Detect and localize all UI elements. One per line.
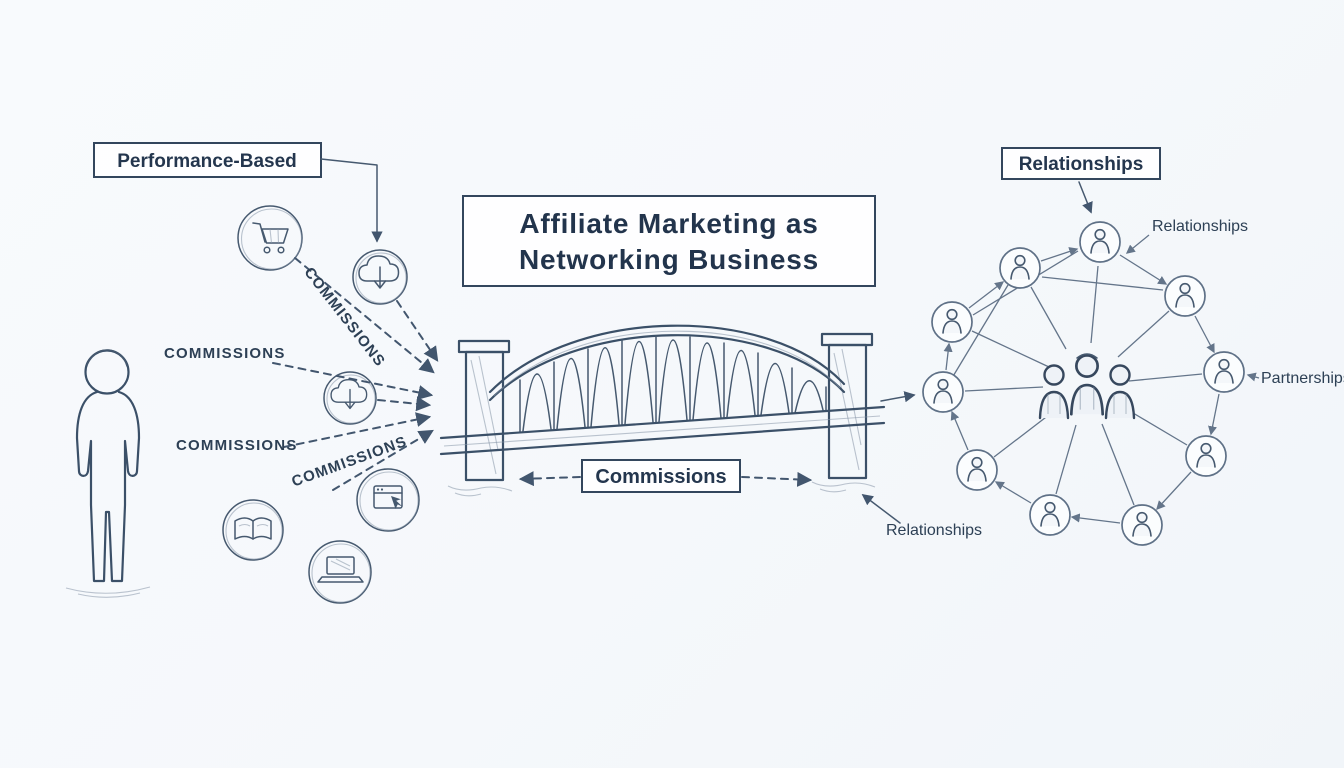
bridge-to-network-arrow <box>880 391 916 403</box>
diagram-title: Affiliate Marketing as Networking Busine… <box>462 195 876 287</box>
book-icon <box>222 499 284 561</box>
network-node-9 <box>1122 505 1162 545</box>
dashed-arrow <box>283 412 432 448</box>
person-ground-line <box>65 586 151 598</box>
annotation-top-right-text: Relationships <box>1152 218 1248 235</box>
network-center-group <box>1038 353 1136 420</box>
performance-arrow <box>320 158 383 243</box>
commissions-label-1: COMMISSIONS <box>300 264 388 370</box>
commissions-label-4: COMMISSIONS <box>289 433 409 491</box>
relationships-label: Relationships <box>1001 147 1161 214</box>
laptop-icon <box>308 540 372 604</box>
network-node-6 <box>1204 352 1244 392</box>
network-node-8 <box>1030 495 1070 535</box>
commissions-arrow-right <box>741 471 813 487</box>
network-node-3 <box>1165 276 1205 316</box>
bridge-deck <box>439 405 886 456</box>
annotation-bottom-text: Relationships <box>886 522 982 539</box>
commission-flow-arrows <box>272 257 439 491</box>
person-body <box>75 390 141 583</box>
annotation-bottom-arrow <box>861 493 901 524</box>
annotation-top-right-arrow <box>1125 234 1150 254</box>
relationships-annotation-bottom: Relationships <box>861 493 982 539</box>
cloud-download-icon-top <box>352 249 408 305</box>
commissions-arrow-left <box>518 471 581 487</box>
bridge-right-tower <box>820 332 874 480</box>
commissions-flow-labels: COMMISSIONS COMMISSIONS COMMISSIONS COMM… <box>164 264 409 490</box>
dashed-arrow <box>332 429 434 491</box>
commissions-text: Commissions <box>595 466 726 488</box>
bridge-arch <box>488 324 846 402</box>
cloud-download-icon-middle <box>323 371 377 425</box>
dashed-arrow <box>272 362 434 400</box>
affiliate-person-figure <box>65 349 151 598</box>
bridge-drawing <box>439 324 886 497</box>
dashed-arrow <box>377 396 432 412</box>
network-connections <box>943 247 1220 524</box>
commissions-label: Commissions <box>518 459 813 493</box>
dashed-arrow <box>294 257 435 374</box>
channel-icons <box>222 205 420 604</box>
title-box <box>462 195 876 287</box>
bridge-arches <box>519 335 827 433</box>
title-line-2: Networking Business <box>519 244 819 275</box>
network-node-2 <box>1080 222 1120 262</box>
network-node-10 <box>1186 436 1226 476</box>
relationships-text: Relationships <box>1019 154 1144 175</box>
browser-click-icon <box>356 468 420 532</box>
commissions-box <box>581 459 741 493</box>
commissions-label-2: COMMISSIONS <box>164 345 286 362</box>
center-person-hair <box>1076 353 1098 359</box>
performance-based-box <box>93 142 322 178</box>
network-node-1 <box>1000 248 1040 288</box>
relationships-arrow <box>1078 181 1093 214</box>
partnership-arrow <box>1246 372 1260 382</box>
relationship-network <box>923 222 1244 545</box>
commissions-label-3: COMMISSIONS <box>176 437 298 454</box>
dashed-arrow <box>396 300 439 362</box>
person-hair <box>86 349 128 367</box>
performance-based-label: Performance-Based <box>93 142 383 243</box>
relationships-annotation-top-right: Relationships <box>1125 218 1248 254</box>
partnership-annotation: Partnerships <box>1246 370 1344 387</box>
title-line-1: Affiliate Marketing as <box>519 208 818 239</box>
performance-based-text: Performance-Based <box>117 151 297 172</box>
network-node-7 <box>957 450 997 490</box>
network-node-5 <box>923 372 963 412</box>
partnership-text: Partnerships <box>1261 370 1344 387</box>
bridge-left-tower <box>457 339 511 482</box>
shopping-cart-icon <box>237 205 303 271</box>
network-node-4 <box>932 302 972 342</box>
water-lines <box>447 481 876 497</box>
relationships-box <box>1001 147 1161 180</box>
